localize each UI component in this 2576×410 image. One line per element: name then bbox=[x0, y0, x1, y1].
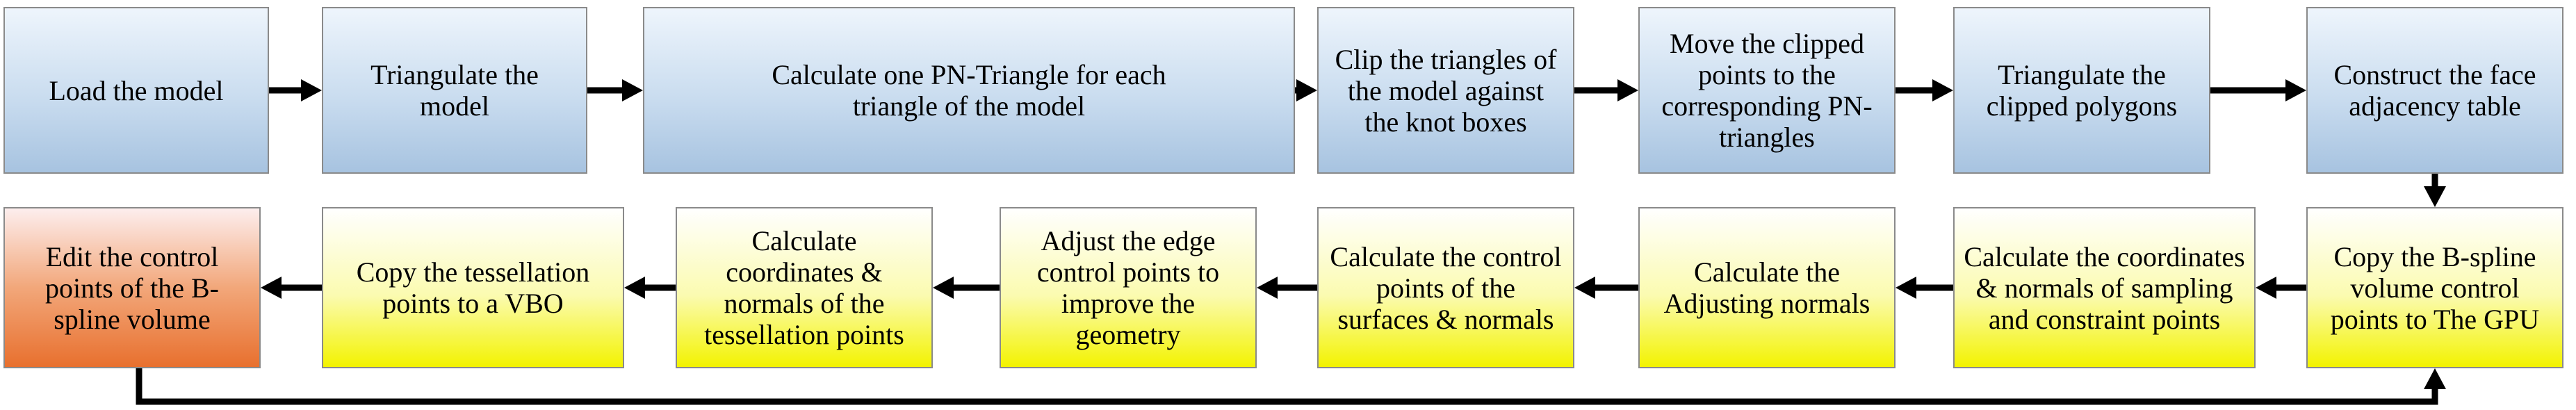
arrowhead bbox=[2256, 277, 2276, 299]
node-calc-sampling-coords: Calculate the coordinates & normals of s… bbox=[1953, 207, 2256, 368]
node-calc-pn-triangle: Calculate one PN-Triangle for each trian… bbox=[643, 7, 1295, 174]
arrowhead bbox=[1257, 277, 1278, 299]
node-label: Clip the triangles of the model against … bbox=[1335, 43, 1557, 138]
node-label: Calculate coordinates & normals of the t… bbox=[704, 225, 904, 350]
arrowhead bbox=[622, 79, 643, 101]
arrowhead bbox=[1932, 79, 1953, 101]
arrowhead bbox=[2424, 186, 2446, 207]
arrowhead bbox=[1574, 277, 1595, 299]
node-move-clipped-points: Move the clipped points to the correspon… bbox=[1638, 7, 1896, 174]
node-label: Adjust the edge control points to improv… bbox=[1036, 225, 1220, 350]
node-label: Calculate the coordinates & normals of s… bbox=[1964, 240, 2245, 335]
node-label: Calculate the control points of the surf… bbox=[1330, 240, 1562, 335]
node-label: Calculate the Adjusting normals bbox=[1663, 256, 1870, 319]
node-label: Load the model bbox=[49, 74, 224, 106]
node-calc-adjusting-normals: Calculate the Adjusting normals bbox=[1638, 207, 1896, 368]
node-adjust-edge-control-points: Adjust the edge control points to improv… bbox=[1000, 207, 1257, 368]
arrow-feedback-loop bbox=[136, 368, 2438, 405]
node-load-model: Load the model bbox=[3, 7, 269, 174]
node-copy-tessellation-vbo: Copy the tessellation points to a VBO bbox=[322, 207, 624, 368]
node-face-adjacency: Construct the face adjacency table bbox=[2306, 7, 2563, 174]
arrowhead bbox=[933, 277, 954, 299]
node-triangulate-polygons: Triangulate the clipped polygons bbox=[1953, 7, 2210, 174]
arrowhead bbox=[261, 277, 282, 299]
arrowhead bbox=[2424, 368, 2446, 389]
node-copy-control-points-gpu: Copy the B-spline volume control points … bbox=[2306, 207, 2563, 368]
arrowhead bbox=[1617, 79, 1638, 101]
arrowhead bbox=[1896, 277, 1916, 299]
node-label: Calculate one PN-Triangle for each trian… bbox=[772, 59, 1166, 122]
node-triangulate-model: Triangulate the model bbox=[322, 7, 587, 174]
node-edit-control-points: Edit the control points of the B-spline … bbox=[3, 207, 261, 368]
arrowhead bbox=[2285, 79, 2306, 101]
arrowhead bbox=[1296, 79, 1317, 101]
node-label: Construct the face adjacency table bbox=[2333, 59, 2536, 122]
arrowhead bbox=[301, 79, 322, 101]
arrowhead bbox=[624, 277, 645, 299]
node-calc-surface-control-points: Calculate the control points of the surf… bbox=[1317, 207, 1574, 368]
node-label: Move the clipped points to the correspon… bbox=[1661, 28, 1873, 153]
node-label: Triangulate the clipped polygons bbox=[1986, 59, 2178, 122]
node-label: Copy the B-spline volume control points … bbox=[2330, 240, 2540, 335]
node-clip-triangles: Clip the triangles of the model against … bbox=[1317, 7, 1574, 174]
node-label: Copy the tessellation points to a VBO bbox=[356, 256, 590, 319]
node-calc-tessellation-coords: Calculate coordinates & normals of the t… bbox=[676, 207, 933, 368]
node-label: Triangulate the model bbox=[370, 59, 539, 122]
node-label: Edit the control points of the B-spline … bbox=[45, 240, 219, 335]
